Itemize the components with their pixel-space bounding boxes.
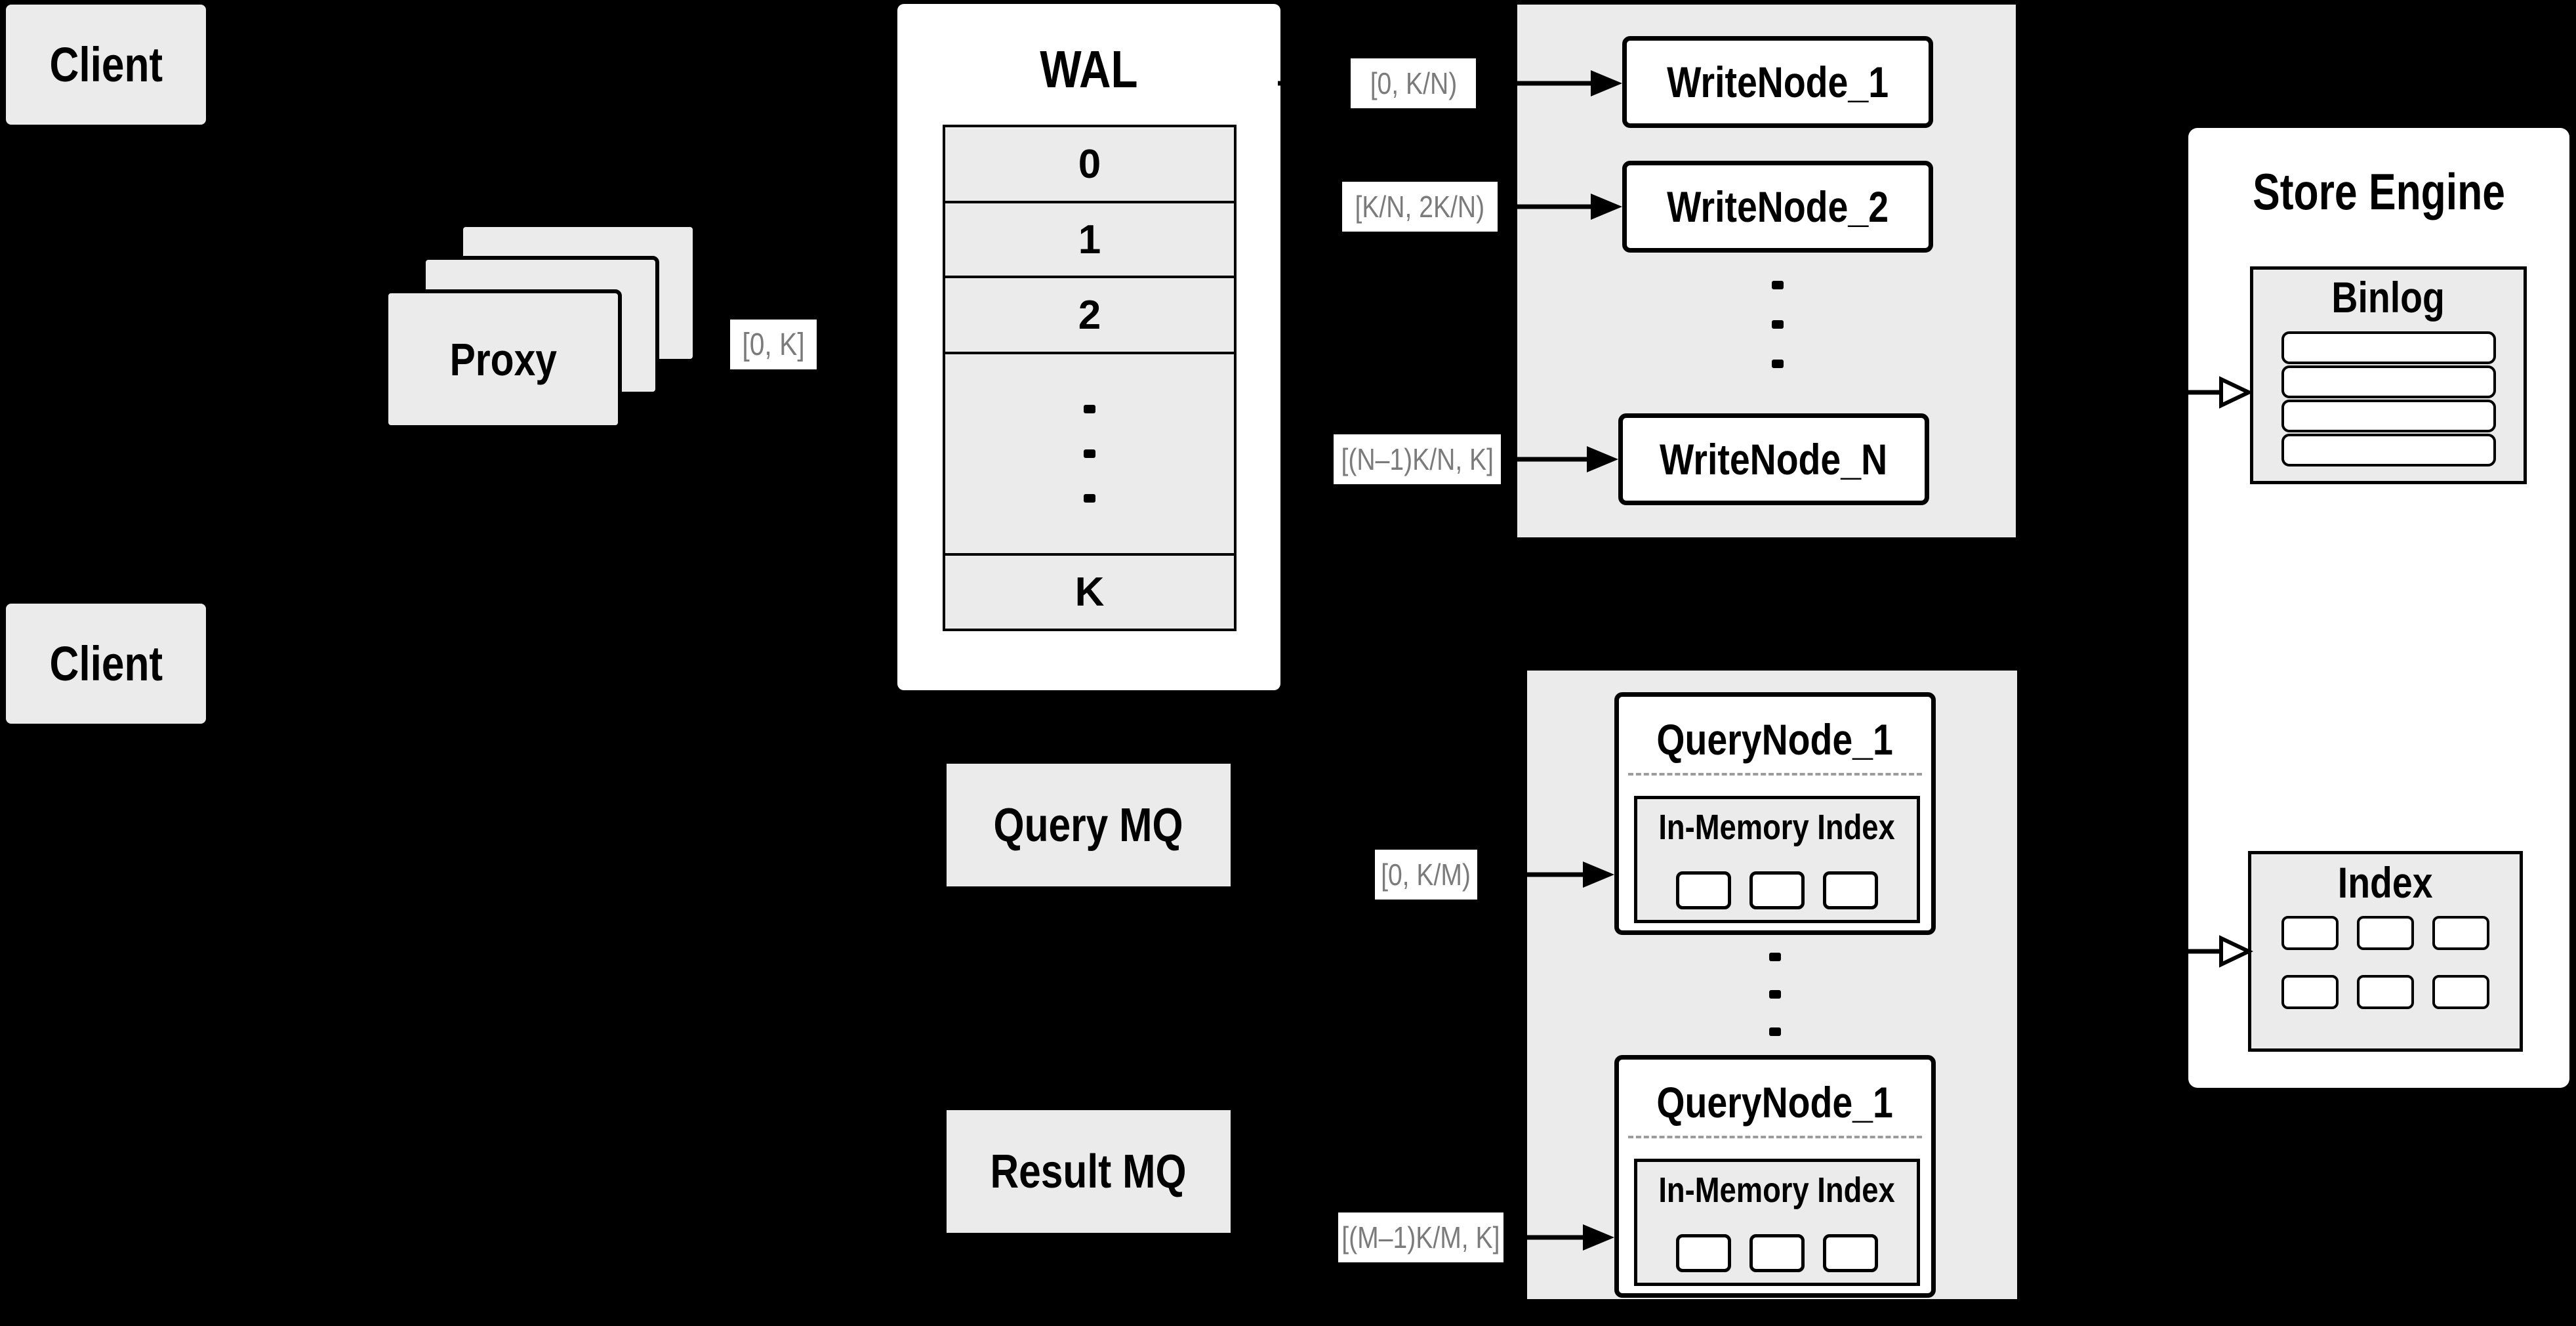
query-node-2-title: QueryNode_1 [1619, 1074, 1931, 1130]
query-node-1-box: QueryNode_1 In-Memory Index [1614, 692, 1936, 935]
index-title: Index [2251, 858, 2520, 907]
memory-segment [1676, 1234, 1731, 1272]
range-label-proxy-text: [0, K] [742, 327, 805, 362]
write-node-1-box: WriteNode_1 [1622, 36, 1933, 128]
range-label-writenode-n: [(N–1)K/N, K] [1334, 434, 1501, 484]
query-mq-box: Query MQ [947, 764, 1231, 886]
memory-segment [1676, 871, 1731, 909]
index-cells [2281, 916, 2489, 1009]
index-cell [2432, 975, 2489, 1009]
wal-row-1-label: 1 [1078, 217, 1101, 262]
query-node-1-title: QueryNode_1 [1619, 711, 1931, 768]
write-nodes-ellipsis-icon [1772, 281, 1784, 368]
wal-ellipsis-icon [1084, 405, 1095, 503]
range-label-querynode-2: [(M–1)K/M, K] [1338, 1212, 1503, 1262]
query-node-2-title-text: QueryNode_1 [1656, 1078, 1894, 1127]
binlog-row [2281, 400, 2496, 432]
wal-row-2-label: 2 [1078, 292, 1101, 338]
wal-row-1: 1 [945, 201, 1234, 276]
in-memory-index-box-2: In-Memory Index [1634, 1159, 1920, 1286]
wal-row-k: K [945, 553, 1234, 629]
write-node-2-box: WriteNode_2 [1622, 161, 1933, 253]
wal-row-k-label: K [1074, 570, 1105, 615]
query-node-1-title-text: QueryNode_1 [1656, 715, 1894, 764]
proxy-label: Proxy [449, 333, 557, 385]
result-mq-label: Result MQ [990, 1145, 1187, 1198]
memory-segment [1823, 1234, 1878, 1272]
in-memory-index-title-1-text: In-Memory Index [1658, 808, 1896, 847]
index-cell [2281, 975, 2339, 1009]
store-engine-title-text: Store Engine [2253, 163, 2505, 220]
index-box: Index [2248, 851, 2523, 1052]
wal-row-0: 0 [945, 127, 1234, 201]
query-node-2-box: QueryNode_1 In-Memory Index [1614, 1055, 1936, 1298]
range-label-querynode-2-text: [(M–1)K/M, K] [1341, 1220, 1500, 1254]
query-mq-label: Query MQ [993, 798, 1184, 852]
binlog-title-text: Binlog [2331, 273, 2445, 321]
query-nodes-ellipsis-icon [1769, 953, 1781, 1036]
store-engine-title: Store Engine [2188, 161, 2569, 223]
wal-table: 0 1 2 K [943, 125, 1237, 631]
client-box-bottom: Client [6, 604, 206, 724]
range-label-writenode-2-text: [K/N, 2K/N) [1355, 190, 1485, 224]
memory-segments-2 [1637, 1234, 1917, 1272]
memory-segments-1 [1637, 871, 1917, 909]
wal-row-2: 2 [945, 276, 1234, 352]
query-node-1-divider [1628, 773, 1922, 776]
binlog-title: Binlog [2253, 273, 2524, 321]
in-memory-index-box-1: In-Memory Index [1634, 796, 1920, 923]
index-cell [2281, 916, 2339, 950]
binlog-box: Binlog [2250, 266, 2527, 484]
index-title-text: Index [2338, 858, 2433, 907]
range-label-writenode-1-text: [0, K/N) [1370, 66, 1457, 100]
write-node-1-label: WriteNode_1 [1667, 58, 1889, 106]
wal-panel: WAL 0 1 2 K [897, 4, 1280, 690]
proxy-card-front: Proxy [384, 289, 622, 429]
client-box-top: Client [6, 5, 206, 125]
wal-title: WAL [897, 37, 1280, 102]
wal-title-text: WAL [1040, 40, 1138, 98]
range-label-querynode-1-text: [0, K/M) [1381, 858, 1471, 892]
index-cell [2432, 916, 2489, 950]
index-cell [2357, 916, 2414, 950]
in-memory-index-title-2-text: In-Memory Index [1658, 1171, 1896, 1210]
query-node-2-divider [1628, 1136, 1922, 1138]
memory-segment [1823, 871, 1878, 909]
memory-segment [1749, 871, 1805, 909]
in-memory-index-title-1: In-Memory Index [1637, 807, 1917, 848]
wal-row-0-label: 0 [1078, 141, 1101, 187]
client-top-label: Client [49, 37, 163, 92]
index-cell [2357, 975, 2414, 1009]
write-node-n-box: WriteNode_N [1618, 413, 1929, 505]
client-bottom-label: Client [49, 636, 163, 691]
range-label-querynode-1: [0, K/M) [1375, 850, 1477, 900]
store-engine-panel: Store Engine Binlog Index [2188, 128, 2569, 1088]
range-label-writenode-2: [K/N, 2K/N) [1342, 182, 1498, 232]
memory-segment [1749, 1234, 1805, 1272]
in-memory-index-title-2: In-Memory Index [1637, 1170, 1917, 1211]
proxy-stack: Proxy [384, 223, 697, 429]
range-label-proxy: [0, K] [730, 320, 817, 369]
write-node-2-label: WriteNode_2 [1667, 182, 1889, 231]
binlog-rows [2253, 331, 2524, 468]
binlog-row [2281, 365, 2496, 398]
result-mq-box: Result MQ [947, 1110, 1231, 1233]
range-label-writenode-n-text: [(N–1)K/N, K] [1341, 442, 1494, 476]
binlog-row [2281, 331, 2496, 364]
binlog-row [2281, 434, 2496, 466]
write-node-n-label: WriteNode_N [1660, 435, 1888, 484]
range-label-writenode-1: [0, K/N) [1351, 58, 1476, 108]
wal-row-ellipsis [945, 352, 1234, 553]
